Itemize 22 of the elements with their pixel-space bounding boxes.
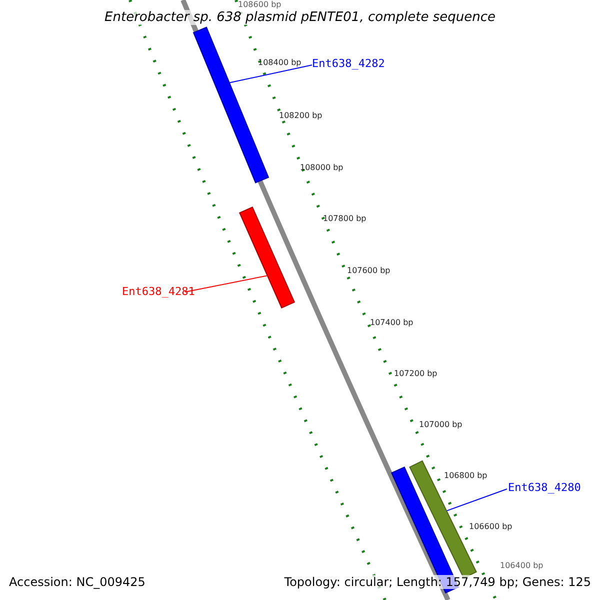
gene-label: Ent638_4280 [508,481,581,494]
tick-label: 107400 bp [370,318,414,327]
tick-label: 107600 bp [347,266,390,275]
diagram-title: Enterobacter sp. 638 plasmid pENTE01, complete sequence [104,10,496,25]
tick-label: 108400 bp [258,58,302,67]
tick-label: 106800 bp [444,471,488,480]
tick-label: 107800 bp [323,214,366,223]
gene-label: Ent638_4281 [122,285,195,298]
leader-line [229,64,312,84]
tick-label: 108000 bp [300,163,344,172]
gene-bar [238,206,296,308]
genome-summary-text: Topology: circular; Length: 157,749 bp; Genes: 125 [284,575,591,589]
tick-label: 108600 bp [238,0,282,9]
tick-label: 106600 bp [469,522,512,531]
tick-label: 107200 bp [394,369,438,378]
tick-label: 108200 bp [279,111,322,120]
tick-label: 106400 bp [500,561,544,570]
gene-label: Ent638_4282 [312,57,385,70]
accession-text: Accession: NC_009425 [9,575,146,589]
leader-line [184,275,268,292]
tick-label: 107000 bp [419,420,462,429]
leader-line [446,488,508,512]
